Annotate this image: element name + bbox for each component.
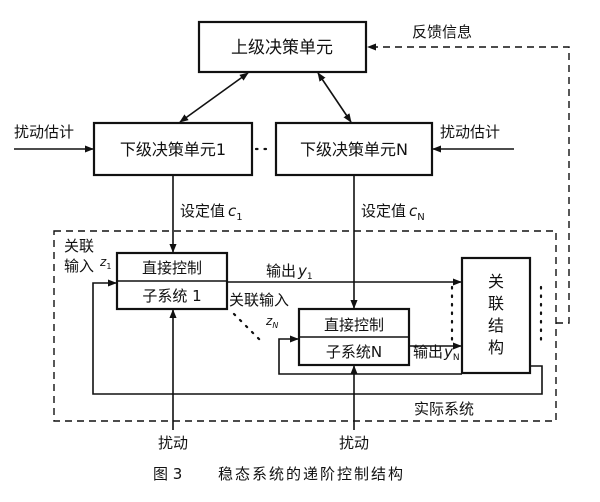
lower-decision-unit-1-box [92, 121, 254, 177]
upper-lower1-link [179, 72, 249, 123]
coupling-return-path-1 [92, 279, 543, 395]
coupling-structure-char-3: 结 [488, 316, 504, 335]
actual-system-label: 实际系统 [414, 400, 474, 418]
upper-lowern-link [317, 72, 352, 123]
z1-label: z1 [99, 255, 111, 271]
disturbance-estimate-right-label: 扰动估计 [440, 123, 500, 141]
coupling-structure-char-2: 联 [488, 294, 504, 313]
figure-number: 图 3 [153, 465, 182, 483]
disturbance-n-label: 扰动 [339, 434, 369, 452]
actual-system-boundary [53, 230, 557, 422]
feedback-label: 反馈信息 [412, 23, 472, 41]
coupling-return-path-n [278, 335, 462, 375]
output-n-label: 输出yN [413, 343, 460, 363]
subsystem-n-direct-control-label: 直接控制 [324, 316, 384, 334]
coupling-input-n-label: 关联输入 [229, 291, 289, 309]
coupling-structure-char-1: 关 [488, 272, 504, 291]
subsystem-n-label: 子系统N [326, 343, 382, 361]
zn-label: zN [265, 314, 278, 330]
coupling-input-1-label-top: 关联 [64, 237, 94, 255]
disturbance-estimate-left-label: 扰动估计 [14, 123, 74, 141]
coupling-structure-char-4: 构 [488, 338, 504, 357]
lower-decision-unit-n-box [274, 121, 434, 177]
upper-decision-unit-label: 上级决策单元 [231, 38, 333, 58]
coupling-structure-box [460, 256, 532, 375]
figure-caption: 稳态系统的递阶控制结构 [218, 465, 405, 483]
lower-decision-unit-n-label: 下级决策单元N [300, 140, 408, 159]
subsystem-ellipsis [232, 312, 266, 346]
feedback-path [367, 43, 570, 324]
coupling-input-1-label-bottom: 输入 [64, 257, 94, 275]
subsystem-1-direct-control-label: 直接控制 [142, 259, 202, 277]
subsystem-1-label: 子系统 1 [142, 287, 201, 305]
disturbance-1-label: 扰动 [158, 434, 188, 452]
upper-decision-unit-box [197, 20, 368, 74]
lower-decision-unit-1-label: 下级决策单元1 [120, 140, 226, 159]
